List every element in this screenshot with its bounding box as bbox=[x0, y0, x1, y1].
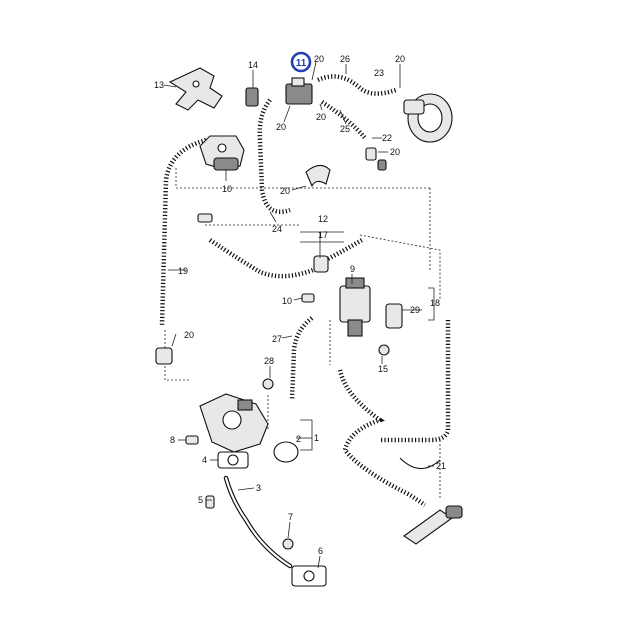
bracket-14 bbox=[245, 87, 259, 107]
callout-3: 3 bbox=[256, 483, 261, 493]
filter-29 bbox=[385, 303, 403, 329]
pipe-3 bbox=[223, 475, 293, 569]
bracket-13 bbox=[168, 67, 223, 111]
actuator-right bbox=[403, 93, 453, 143]
dashed-guides bbox=[164, 168, 441, 500]
hose-27 bbox=[289, 316, 314, 401]
callout-9: 9 bbox=[350, 264, 355, 274]
callout-26: 26 bbox=[340, 54, 350, 64]
valve-9 bbox=[339, 277, 371, 337]
hose-upper-26 bbox=[317, 74, 397, 96]
hose-22-25 bbox=[320, 100, 367, 140]
fitting-upper bbox=[197, 213, 213, 223]
callout-12: 12 bbox=[318, 214, 328, 224]
callout-28: 28 bbox=[264, 356, 274, 366]
clip-15 bbox=[378, 344, 390, 356]
fitting-20 bbox=[155, 347, 173, 365]
callout-21: 21 bbox=[436, 461, 446, 471]
callout-23: 23 bbox=[374, 68, 384, 78]
callout-2: 2 bbox=[296, 434, 301, 444]
callout-11-highlight[interactable]: 11 bbox=[290, 51, 312, 73]
callout-27: 27 bbox=[272, 334, 282, 344]
hose-12-left bbox=[208, 238, 319, 279]
callout-19: 19 bbox=[178, 266, 188, 276]
callout-7: 7 bbox=[288, 512, 293, 522]
callout-20-elbow: 20 bbox=[280, 186, 290, 196]
callout-18: 18 bbox=[430, 298, 440, 308]
callout-6: 6 bbox=[318, 546, 323, 556]
callout-4: 4 bbox=[202, 455, 207, 465]
hose-lower bbox=[337, 369, 427, 507]
callout-20-22: 20 bbox=[390, 147, 400, 157]
callout-5: 5 bbox=[198, 495, 203, 505]
callout-10-upper: 10 bbox=[222, 184, 232, 194]
callout-13: 13 bbox=[154, 80, 164, 90]
callout-20-lower: 20 bbox=[184, 330, 194, 340]
bolt-10 bbox=[301, 293, 315, 303]
connector-22 bbox=[365, 147, 387, 171]
callout-15: 15 bbox=[378, 364, 388, 374]
callout-10-lower: 10 bbox=[282, 296, 292, 306]
pipe-fitting bbox=[403, 505, 463, 545]
hose-19 bbox=[159, 137, 207, 326]
nut-7 bbox=[282, 538, 294, 550]
valve-11 bbox=[285, 77, 313, 105]
clip-28 bbox=[262, 378, 274, 390]
callout-1: 1 bbox=[314, 433, 319, 443]
callout-20-left: 20 bbox=[276, 122, 286, 132]
clamp-21 bbox=[399, 457, 441, 470]
callout-20-top: 20 bbox=[314, 54, 324, 64]
callout-17: 17 bbox=[318, 230, 328, 240]
callout-22: 22 bbox=[382, 133, 392, 143]
o-ring-2 bbox=[273, 441, 299, 463]
callout-20-right: 20 bbox=[395, 54, 405, 64]
hose-main-right bbox=[380, 320, 451, 443]
egr-assembly bbox=[199, 393, 269, 453]
callout-8: 8 bbox=[170, 435, 175, 445]
callout-29: 29 bbox=[410, 305, 420, 315]
connector-12 bbox=[313, 255, 329, 273]
callout-labels: 13 14 10 20 26 23 20 20 20 25 22 20 20 2… bbox=[154, 54, 446, 556]
gasket-4 bbox=[217, 451, 249, 469]
callout-14: 14 bbox=[248, 60, 258, 70]
elbow-hose bbox=[305, 164, 331, 188]
leader-lines bbox=[163, 61, 435, 569]
callout-20-mid: 20 bbox=[316, 112, 326, 122]
bolt-5 bbox=[205, 495, 215, 509]
callout-25: 25 bbox=[340, 124, 350, 134]
bolt-8 bbox=[185, 435, 199, 445]
callout-24: 24 bbox=[272, 224, 282, 234]
gasket-6 bbox=[291, 565, 327, 587]
egr-valve-10-upper bbox=[199, 135, 245, 171]
callout-11: 11 bbox=[296, 58, 307, 69]
